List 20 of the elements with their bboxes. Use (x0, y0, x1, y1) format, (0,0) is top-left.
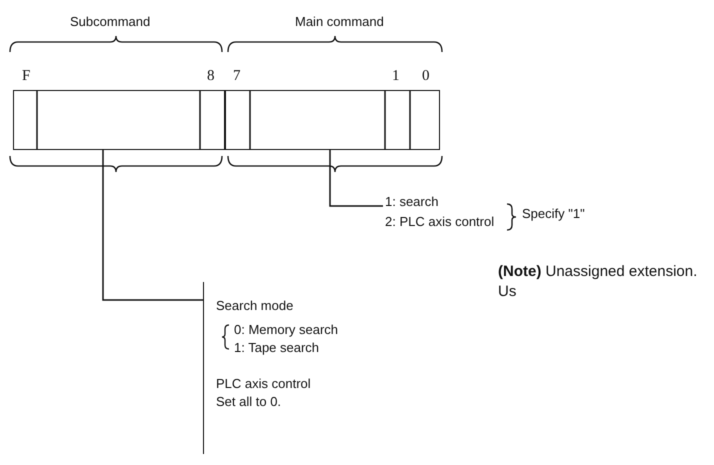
leader-line (102, 150, 203, 301)
note-text: (Note) Unassigned extension. Us (498, 262, 698, 302)
bit-number: 8 (207, 68, 214, 85)
register-field (13, 90, 225, 150)
option-text: PLC axis control (216, 376, 311, 391)
option-text: 0: Memory search (234, 322, 338, 337)
option-text: 1: Tape search (234, 340, 320, 355)
bit-number: F (22, 68, 30, 85)
option-text: 2: PLC axis control (385, 214, 494, 229)
option-text: Set all to 0. (216, 394, 282, 409)
option-text: 1: search (385, 194, 438, 209)
bracket-label: Subcommand (70, 14, 150, 29)
bit-number: 0 (422, 68, 430, 85)
note-text: Specify "1" (522, 206, 585, 221)
register-field (225, 90, 440, 150)
option-text: Search mode (216, 298, 294, 313)
bit-number: 1 (392, 68, 400, 85)
leader-line (329, 150, 383, 207)
bracket-label: Main command (295, 14, 384, 29)
bit-number: 7 (233, 68, 240, 85)
